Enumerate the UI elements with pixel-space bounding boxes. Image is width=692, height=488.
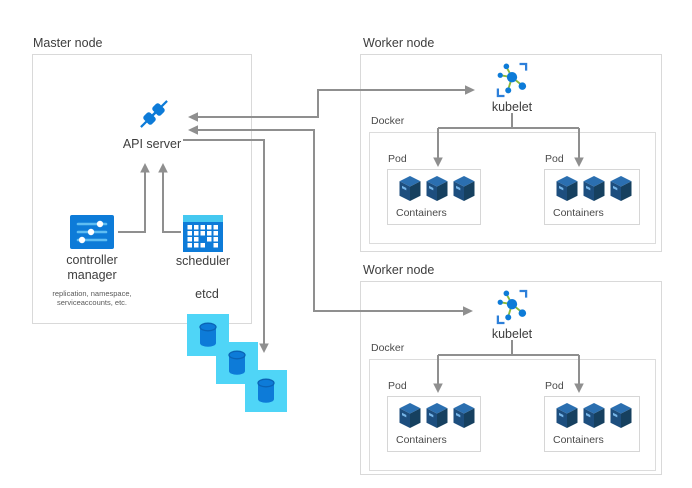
pod-containers xyxy=(556,176,632,202)
containers-label: Containers xyxy=(396,434,447,446)
container-cube-icon xyxy=(610,176,632,201)
container-cube-icon xyxy=(556,403,578,428)
docker-label: Docker xyxy=(371,342,405,354)
container-cube-icon xyxy=(610,403,632,428)
controller-manager-label: controller manager xyxy=(56,253,128,283)
container-cube-icon xyxy=(399,403,421,428)
pod-box: Containers xyxy=(387,169,481,225)
kubelet-icon xyxy=(496,62,528,98)
pod-label: Pod xyxy=(388,380,407,392)
pod-box: Containers xyxy=(387,396,481,452)
etcd-label: etcd xyxy=(195,287,219,301)
container-cube-icon xyxy=(453,176,475,201)
pod-box: Containers xyxy=(544,396,640,452)
worker-node-1: Worker node kubelet Docker Pod Container… xyxy=(360,36,662,254)
pod-box: Containers xyxy=(544,169,640,225)
controller-manager-label-line1: controller xyxy=(66,253,118,267)
containers-label: Containers xyxy=(396,207,447,219)
etcd-database-icon xyxy=(245,370,287,412)
pod-label: Pod xyxy=(545,380,564,392)
pod-containers xyxy=(399,176,475,202)
container-cube-icon xyxy=(453,403,475,428)
container-cube-icon xyxy=(426,403,448,428)
container-cube-icon xyxy=(583,403,605,428)
controller-manager-sublabel: replication, namespace, serviceaccounts,… xyxy=(30,289,154,307)
controller-manager-label-line2: manager xyxy=(67,268,117,282)
container-cube-icon xyxy=(426,176,448,201)
scheduler-icon xyxy=(183,215,223,252)
container-cube-icon xyxy=(583,176,605,201)
api-server-label: API server xyxy=(122,137,182,151)
docker-label: Docker xyxy=(371,115,405,127)
container-cube-icon xyxy=(556,176,578,201)
pod-label: Pod xyxy=(388,153,407,165)
pod-label: Pod xyxy=(545,153,564,165)
pod-containers xyxy=(556,403,632,429)
worker-node-title: Worker node xyxy=(363,36,435,50)
api-server-icon xyxy=(134,94,174,134)
controller-manager-icon xyxy=(70,215,114,249)
container-cube-icon xyxy=(399,176,421,201)
scheduler-label: scheduler xyxy=(175,254,231,268)
controller-manager-sublabel-line1: replication, namespace, xyxy=(52,289,132,298)
kubelet-icon xyxy=(496,289,528,325)
etcd-database-icon xyxy=(216,342,258,384)
pod-containers xyxy=(399,403,475,429)
worker-node-2: Worker node kubelet Docker Pod Container… xyxy=(360,263,662,481)
master-node-title: Master node xyxy=(33,36,103,50)
worker-node-title: Worker node xyxy=(363,263,435,277)
kubelet-label: kubelet xyxy=(491,100,533,114)
containers-label: Containers xyxy=(553,434,604,446)
kubelet-label: kubelet xyxy=(491,327,533,341)
controller-manager-sublabel-line2: serviceaccounts, etc. xyxy=(56,298,128,307)
containers-label: Containers xyxy=(553,207,604,219)
